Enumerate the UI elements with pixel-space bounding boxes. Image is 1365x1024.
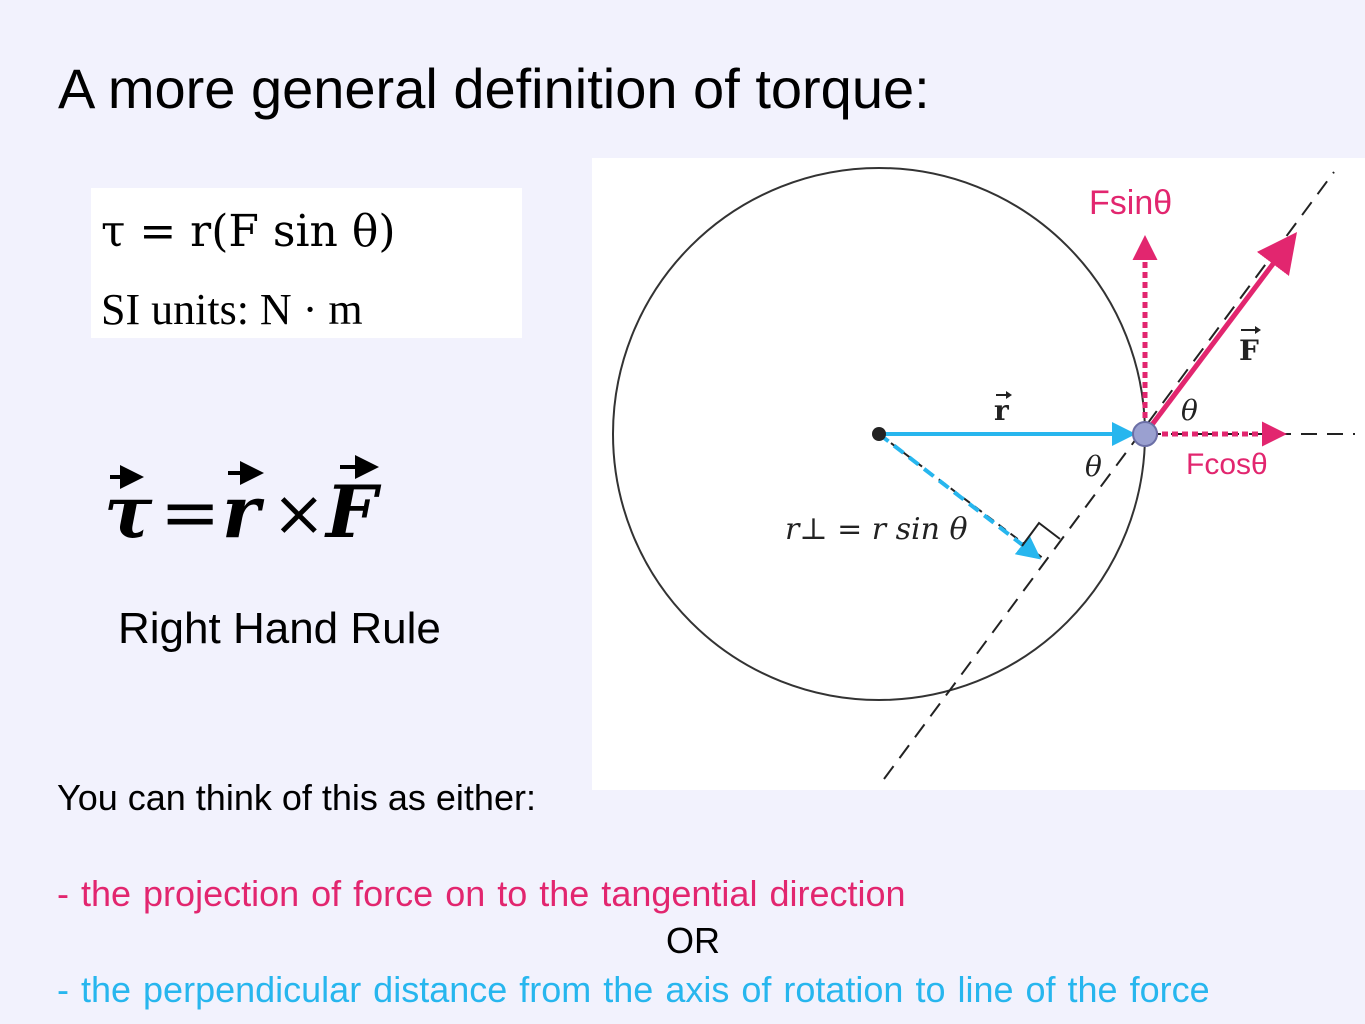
r-vector-label: r xyxy=(994,394,1010,427)
fsin-label: Fsinθ xyxy=(1089,184,1172,222)
explanation-intro: You can think of this as either: xyxy=(57,777,536,818)
perpendicular-distance-bullet: - the perpendicular distance from the ax… xyxy=(57,969,1210,1010)
tangential-projection-bullet: - the projection of force on to the tang… xyxy=(57,873,906,914)
diagram-background xyxy=(592,158,1365,790)
torque-formula-box: τ = r(F sin θ) SI units: N · m xyxy=(91,188,522,338)
r-perp-arrow xyxy=(877,432,1042,560)
right-hand-rule-label: Right Hand Rule xyxy=(118,604,441,653)
cross-product-equation: τ = r × F xyxy=(104,455,382,550)
torque-equation: τ = r(F sin θ) xyxy=(101,206,396,257)
r-perp-label: r⊥ = r sin θ xyxy=(785,512,968,547)
si-units: SI units: N · m xyxy=(101,285,363,334)
slide-title: A more general definition of torque: xyxy=(58,57,930,120)
r-label-arrowhead xyxy=(1006,391,1012,399)
equals-sign: = xyxy=(160,470,220,550)
f-label-arrowhead xyxy=(1255,326,1261,334)
fcos-label: Fcosθ xyxy=(1186,448,1268,481)
axis-center-dot xyxy=(872,427,886,441)
pivot-point xyxy=(1132,421,1158,447)
force-vector-arrow xyxy=(1143,232,1298,436)
r-symbol: r xyxy=(222,469,265,550)
tau-symbol: τ xyxy=(104,469,153,550)
theta-bottom-label: θ xyxy=(1085,450,1102,483)
right-angle-marker xyxy=(1021,521,1061,547)
times-sign: × xyxy=(272,477,326,550)
torque-diagram: Fsinθ Fcosθ F r θ θ r⊥ = r sin θ xyxy=(592,158,1365,790)
or-separator: OR xyxy=(666,920,720,961)
f-symbol: F xyxy=(324,469,382,550)
f-vector-label: F xyxy=(1239,334,1259,367)
theta-top-label: θ xyxy=(1181,394,1198,427)
